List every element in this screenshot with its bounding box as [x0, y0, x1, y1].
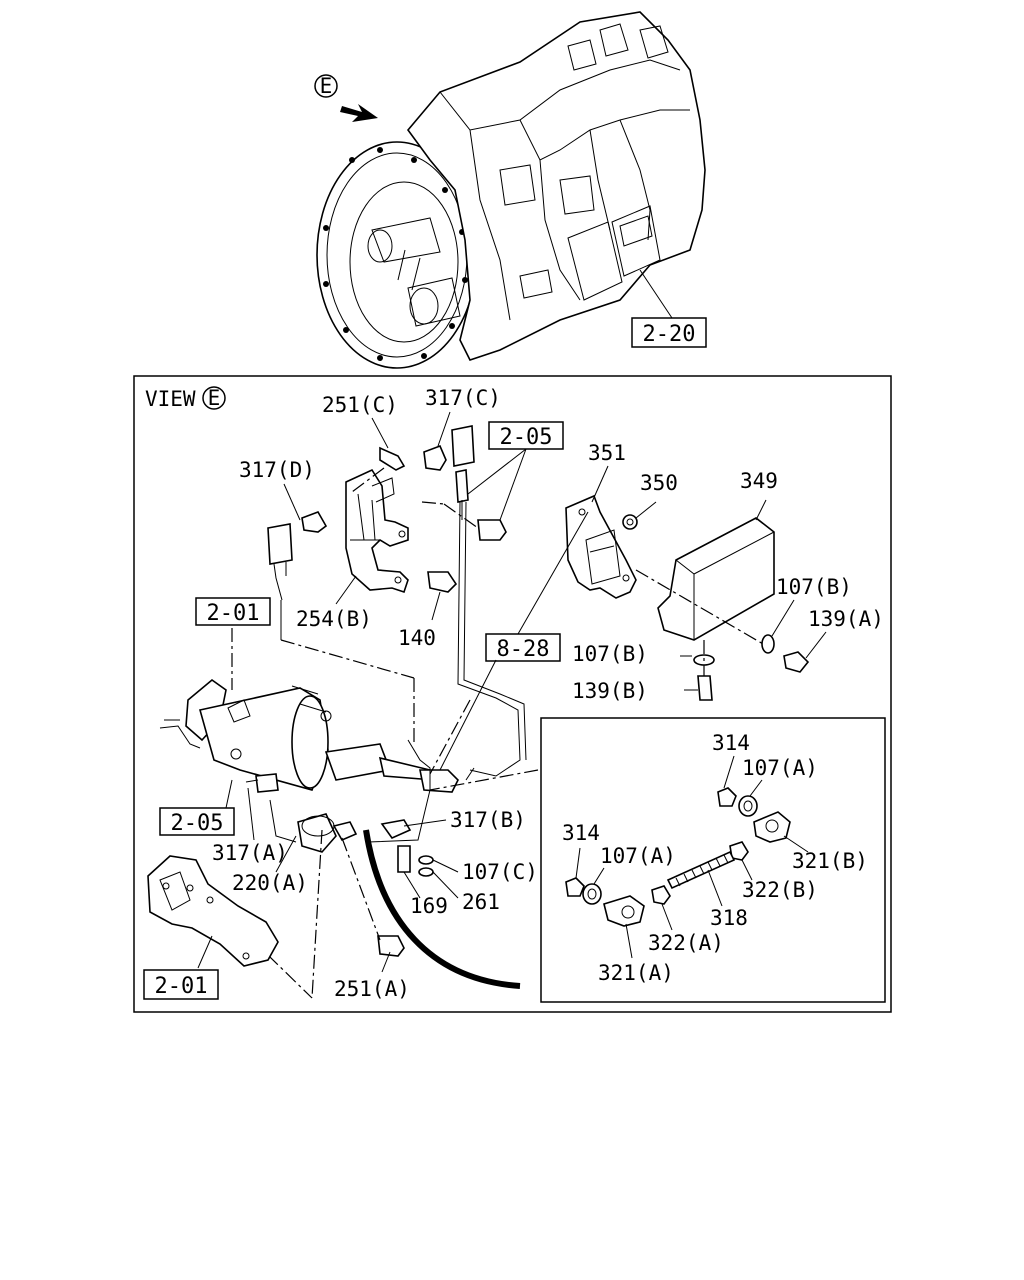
label-251a: 251(A)	[334, 977, 410, 1001]
label-349: 349	[740, 469, 778, 493]
svg-text:2-01: 2-01	[155, 974, 208, 999]
label-322a: 322(A)	[648, 931, 724, 955]
label-261: 261	[462, 890, 500, 914]
label-139a: 139(A)	[808, 607, 884, 631]
view-e-marker-letter: E	[320, 74, 333, 98]
part-labels: 251(C) 317(C) 317(D) 254(B) 140 351 350 …	[212, 386, 884, 1001]
view-e-marker-circle	[314, 74, 338, 98]
linkage-detail	[565, 755, 809, 959]
svg-text:2-01: 2-01	[207, 601, 260, 626]
label-321b: 321(B)	[792, 849, 868, 873]
label-107a-upper: 107(A)	[742, 756, 818, 780]
label-317b: 317(B)	[450, 808, 526, 832]
label-317c: 317(C)	[425, 386, 501, 410]
label-139b: 139(B)	[572, 679, 648, 703]
label-350: 350	[640, 471, 678, 495]
actuator-assembly	[159, 501, 539, 999]
svg-text:E: E	[208, 386, 221, 410]
label-251c: 251(C)	[322, 393, 398, 417]
label-254b: 254(B)	[296, 607, 372, 631]
label-317d: 317(D)	[239, 458, 315, 482]
detail-inset-frame	[540, 717, 886, 1003]
svg-text:2-05: 2-05	[171, 811, 224, 836]
view-e-frame	[133, 375, 892, 1013]
control-unit-assembly	[565, 465, 827, 701]
svg-text:VIEW: VIEW	[145, 387, 196, 411]
label-107a-lower: 107(A)	[600, 844, 676, 868]
ref-box-2-01-bottom: 2-01	[143, 969, 219, 1000]
ref-box-8-28: 8-28	[485, 633, 561, 662]
lower-bracket	[147, 855, 279, 969]
label-351: 351	[588, 441, 626, 465]
label-169: 169	[410, 894, 448, 918]
label-107c: 107(C)	[462, 860, 538, 884]
label-107b-lower: 107(B)	[572, 642, 648, 666]
svg-text:2-20: 2-20	[643, 322, 696, 347]
label-107b-upper: 107(B)	[776, 575, 852, 599]
label-318: 318	[710, 906, 748, 930]
label-322b: 322(B)	[742, 878, 818, 902]
ref-box-2-20: 2-20	[631, 317, 707, 348]
label-220a: 220(A)	[232, 871, 308, 895]
label-317a: 317(A)	[212, 841, 288, 865]
ref-box-2-01-top: 2-01	[195, 597, 271, 626]
transmission-assembly: E	[314, 11, 706, 369]
ref-box-2-05-bottom: 2-05	[159, 807, 235, 836]
view-e-title: VIEW E	[145, 386, 226, 411]
view-direction-arrow	[340, 104, 378, 122]
svg-text:8-28: 8-28	[497, 637, 550, 662]
ref-box-2-05-top: 2-05	[488, 421, 564, 450]
label-321a: 321(A)	[598, 961, 674, 985]
label-314-lower: 314	[562, 821, 600, 845]
svg-text:2-05: 2-05	[500, 425, 553, 450]
bracket-assembly	[267, 411, 527, 640]
label-314-upper: 314	[712, 731, 750, 755]
label-140: 140	[398, 626, 436, 650]
